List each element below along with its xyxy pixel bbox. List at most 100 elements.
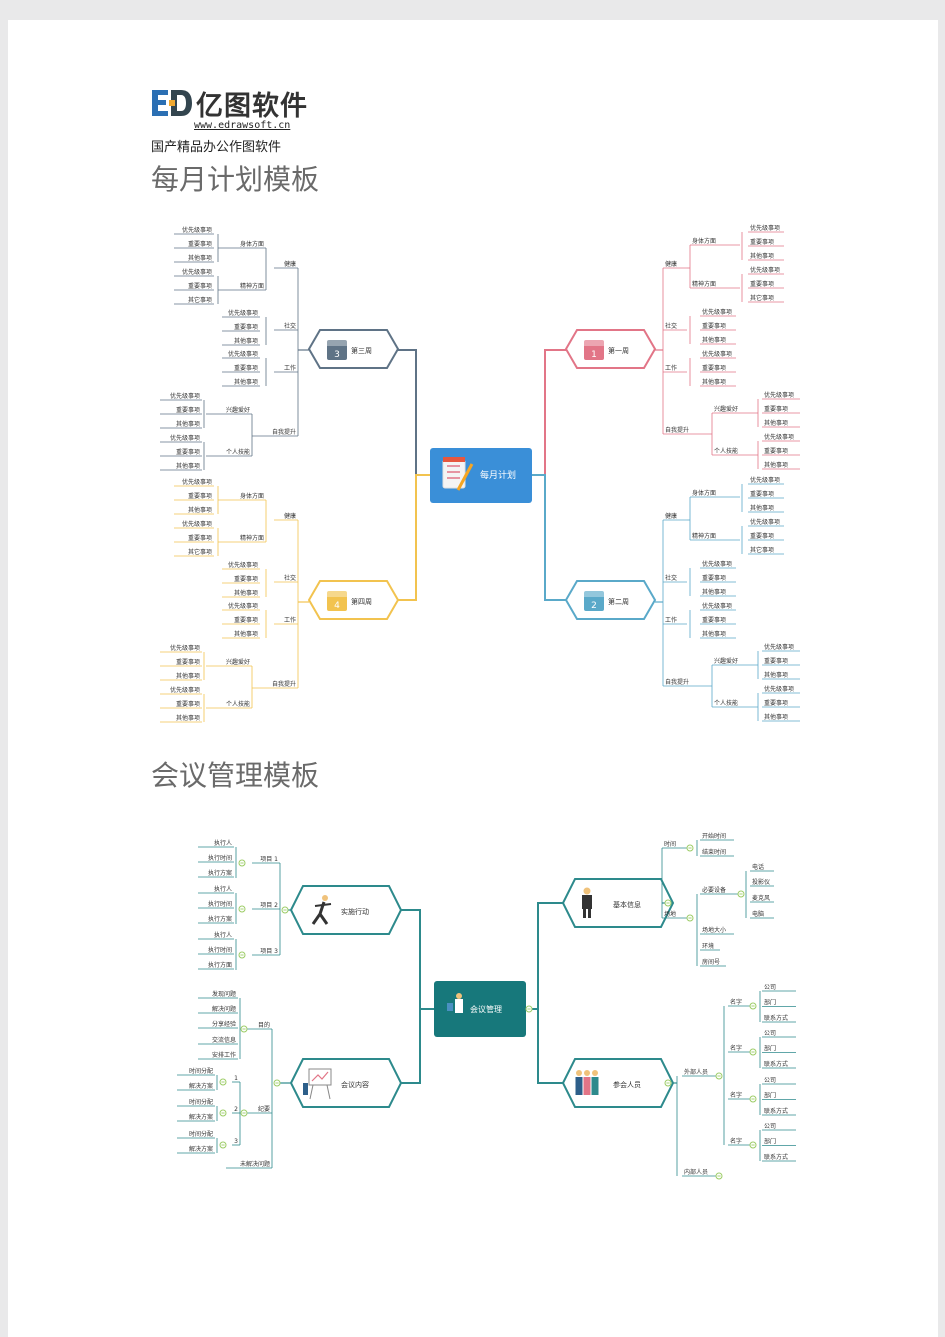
topic-label: 会议内容	[341, 1080, 369, 1089]
leaf-label: 其他事项	[764, 419, 788, 427]
leaf-label: 其它事项	[188, 296, 212, 304]
leaf-label: 执行人	[214, 839, 232, 847]
leaf-label: 优先级事项	[182, 226, 212, 234]
calendar-icon-body	[584, 591, 604, 611]
leaf-label: 兴趣爱好	[226, 658, 250, 666]
topic-label: 参会人员	[613, 1080, 641, 1089]
leaf-label: 公司	[764, 1123, 776, 1130]
calendar-icon-body	[327, 591, 347, 611]
runner-arms	[314, 903, 332, 907]
leaf-label: 执行时间	[208, 946, 232, 954]
connector-line	[401, 1008, 434, 1084]
leaf-label: 其他事项	[176, 420, 200, 428]
leaf-label: 部门	[764, 1092, 776, 1100]
leaf-label: 目的	[258, 1021, 270, 1029]
presenter-icon	[447, 993, 463, 1013]
leaf-label: 其他事项	[702, 378, 726, 386]
presenter-head	[456, 993, 462, 999]
leaf-label: 其它事项	[750, 546, 774, 554]
person-leg	[583, 909, 586, 918]
leaf-label: 自我提升	[272, 680, 296, 688]
leaf-label: 名字	[730, 998, 742, 1006]
leaf-label: 社交	[284, 322, 296, 330]
leaf-label: 时间分配	[189, 1130, 213, 1138]
leaf-label: 安排工作	[212, 1051, 236, 1059]
edraw-logo-icon	[152, 90, 192, 116]
center-node-label: 每月计划	[480, 469, 516, 481]
leaf-label: 其他事项	[702, 336, 726, 344]
leaf-label: 开始时间	[702, 832, 726, 840]
leaf-label: 重要事项	[764, 699, 788, 707]
calendar-teal-icon: 3	[327, 340, 347, 360]
presentation-board-icon	[303, 1068, 332, 1100]
leaf-label: 1	[234, 1075, 238, 1082]
leaf-label: 公司	[764, 984, 776, 991]
leaf-label: 其他事项	[234, 630, 258, 638]
person-leg	[588, 909, 591, 918]
calendar-icon-top	[584, 340, 604, 346]
calendar-number: 1	[591, 350, 597, 360]
leaf-label: 优先级事项	[702, 350, 732, 358]
week-label: 第二周	[608, 597, 629, 606]
leaf-label: 优先级事项	[764, 643, 794, 651]
attendee-head	[592, 1070, 598, 1076]
calendar-icon-top	[327, 340, 347, 346]
leaf-label: 优先级事项	[228, 350, 258, 358]
presenter-figure	[303, 1083, 308, 1095]
leaf-label: 解决问题	[212, 1005, 236, 1013]
leaf-label: 自我提升	[665, 426, 689, 434]
leaf-label: 重要事项	[234, 323, 258, 331]
leaf-label: 工作	[284, 364, 296, 372]
leaf-label: 重要事项	[764, 657, 788, 665]
leaf-label: 执行人	[214, 931, 232, 939]
leaf-label: 工作	[284, 616, 296, 624]
leaf-label: 重要事项	[188, 534, 212, 542]
calendar-yellow-icon: 4	[327, 591, 347, 611]
brand-tagline: 国产精品办公作图软件	[151, 140, 282, 155]
leaf-label: 精神方面	[240, 282, 264, 290]
leaf-label: 优先级事项	[702, 602, 732, 610]
leaf-label: 电话	[752, 863, 764, 871]
calendar-icon-top	[327, 591, 347, 597]
calendar-number: 3	[334, 350, 340, 360]
leaf-label: 健康	[665, 260, 677, 268]
leaf-label: 其他事项	[702, 630, 726, 638]
leaf-label: 项目 3	[260, 948, 278, 955]
calendar-icon-body	[584, 340, 604, 360]
leaf-label: 精神方面	[692, 280, 716, 288]
leaf-label: 优先级事项	[182, 268, 212, 276]
leaf-label: 优先级事项	[702, 308, 732, 316]
board-leg	[326, 1084, 331, 1100]
leaf-label: 其他事项	[750, 504, 774, 512]
week-label: 第一周	[608, 346, 629, 355]
leaf-label: 重要事项	[702, 574, 726, 582]
leaf-label: 其他事项	[702, 588, 726, 596]
leaf-label: 2	[234, 1106, 238, 1113]
leaf-label: 投影仪	[752, 878, 770, 886]
leaf-label: 重要事项	[702, 616, 726, 624]
brand-url-link[interactable]: www.edrawsoft.cn	[194, 120, 291, 131]
calendar-number: 2	[591, 601, 597, 611]
leaf-label: 重要事项	[750, 280, 774, 288]
calendar-icon-body	[327, 340, 347, 360]
leaf-label: 公司	[764, 1030, 776, 1037]
connector-line	[401, 909, 434, 1010]
leaf-label: 精神方面	[240, 534, 264, 542]
leaf-label: 联系方式	[764, 1060, 788, 1068]
leaf-label: 优先级事项	[228, 309, 258, 317]
leaf-label: 优先级事项	[182, 478, 212, 486]
leaf-label: 个人技能	[714, 699, 738, 707]
leaf-label: 执行人	[214, 885, 232, 893]
leaf-label: 执行时间	[208, 854, 232, 862]
notepad-pencil-icon	[442, 457, 474, 491]
leaf-label: 兴趣爱好	[714, 657, 738, 665]
leaf-label: 其他事项	[764, 713, 788, 721]
board-chart	[311, 1071, 329, 1082]
leaf-label: 执行时间	[208, 900, 232, 908]
leaf-label: 其他事项	[188, 506, 212, 514]
leaf-label: 优先级事项	[750, 518, 780, 526]
center-node-label: 会议管理	[470, 1004, 502, 1014]
leaf-label: 优先级事项	[228, 602, 258, 610]
runner-head	[322, 895, 328, 901]
leaf-label: 重要事项	[234, 364, 258, 372]
